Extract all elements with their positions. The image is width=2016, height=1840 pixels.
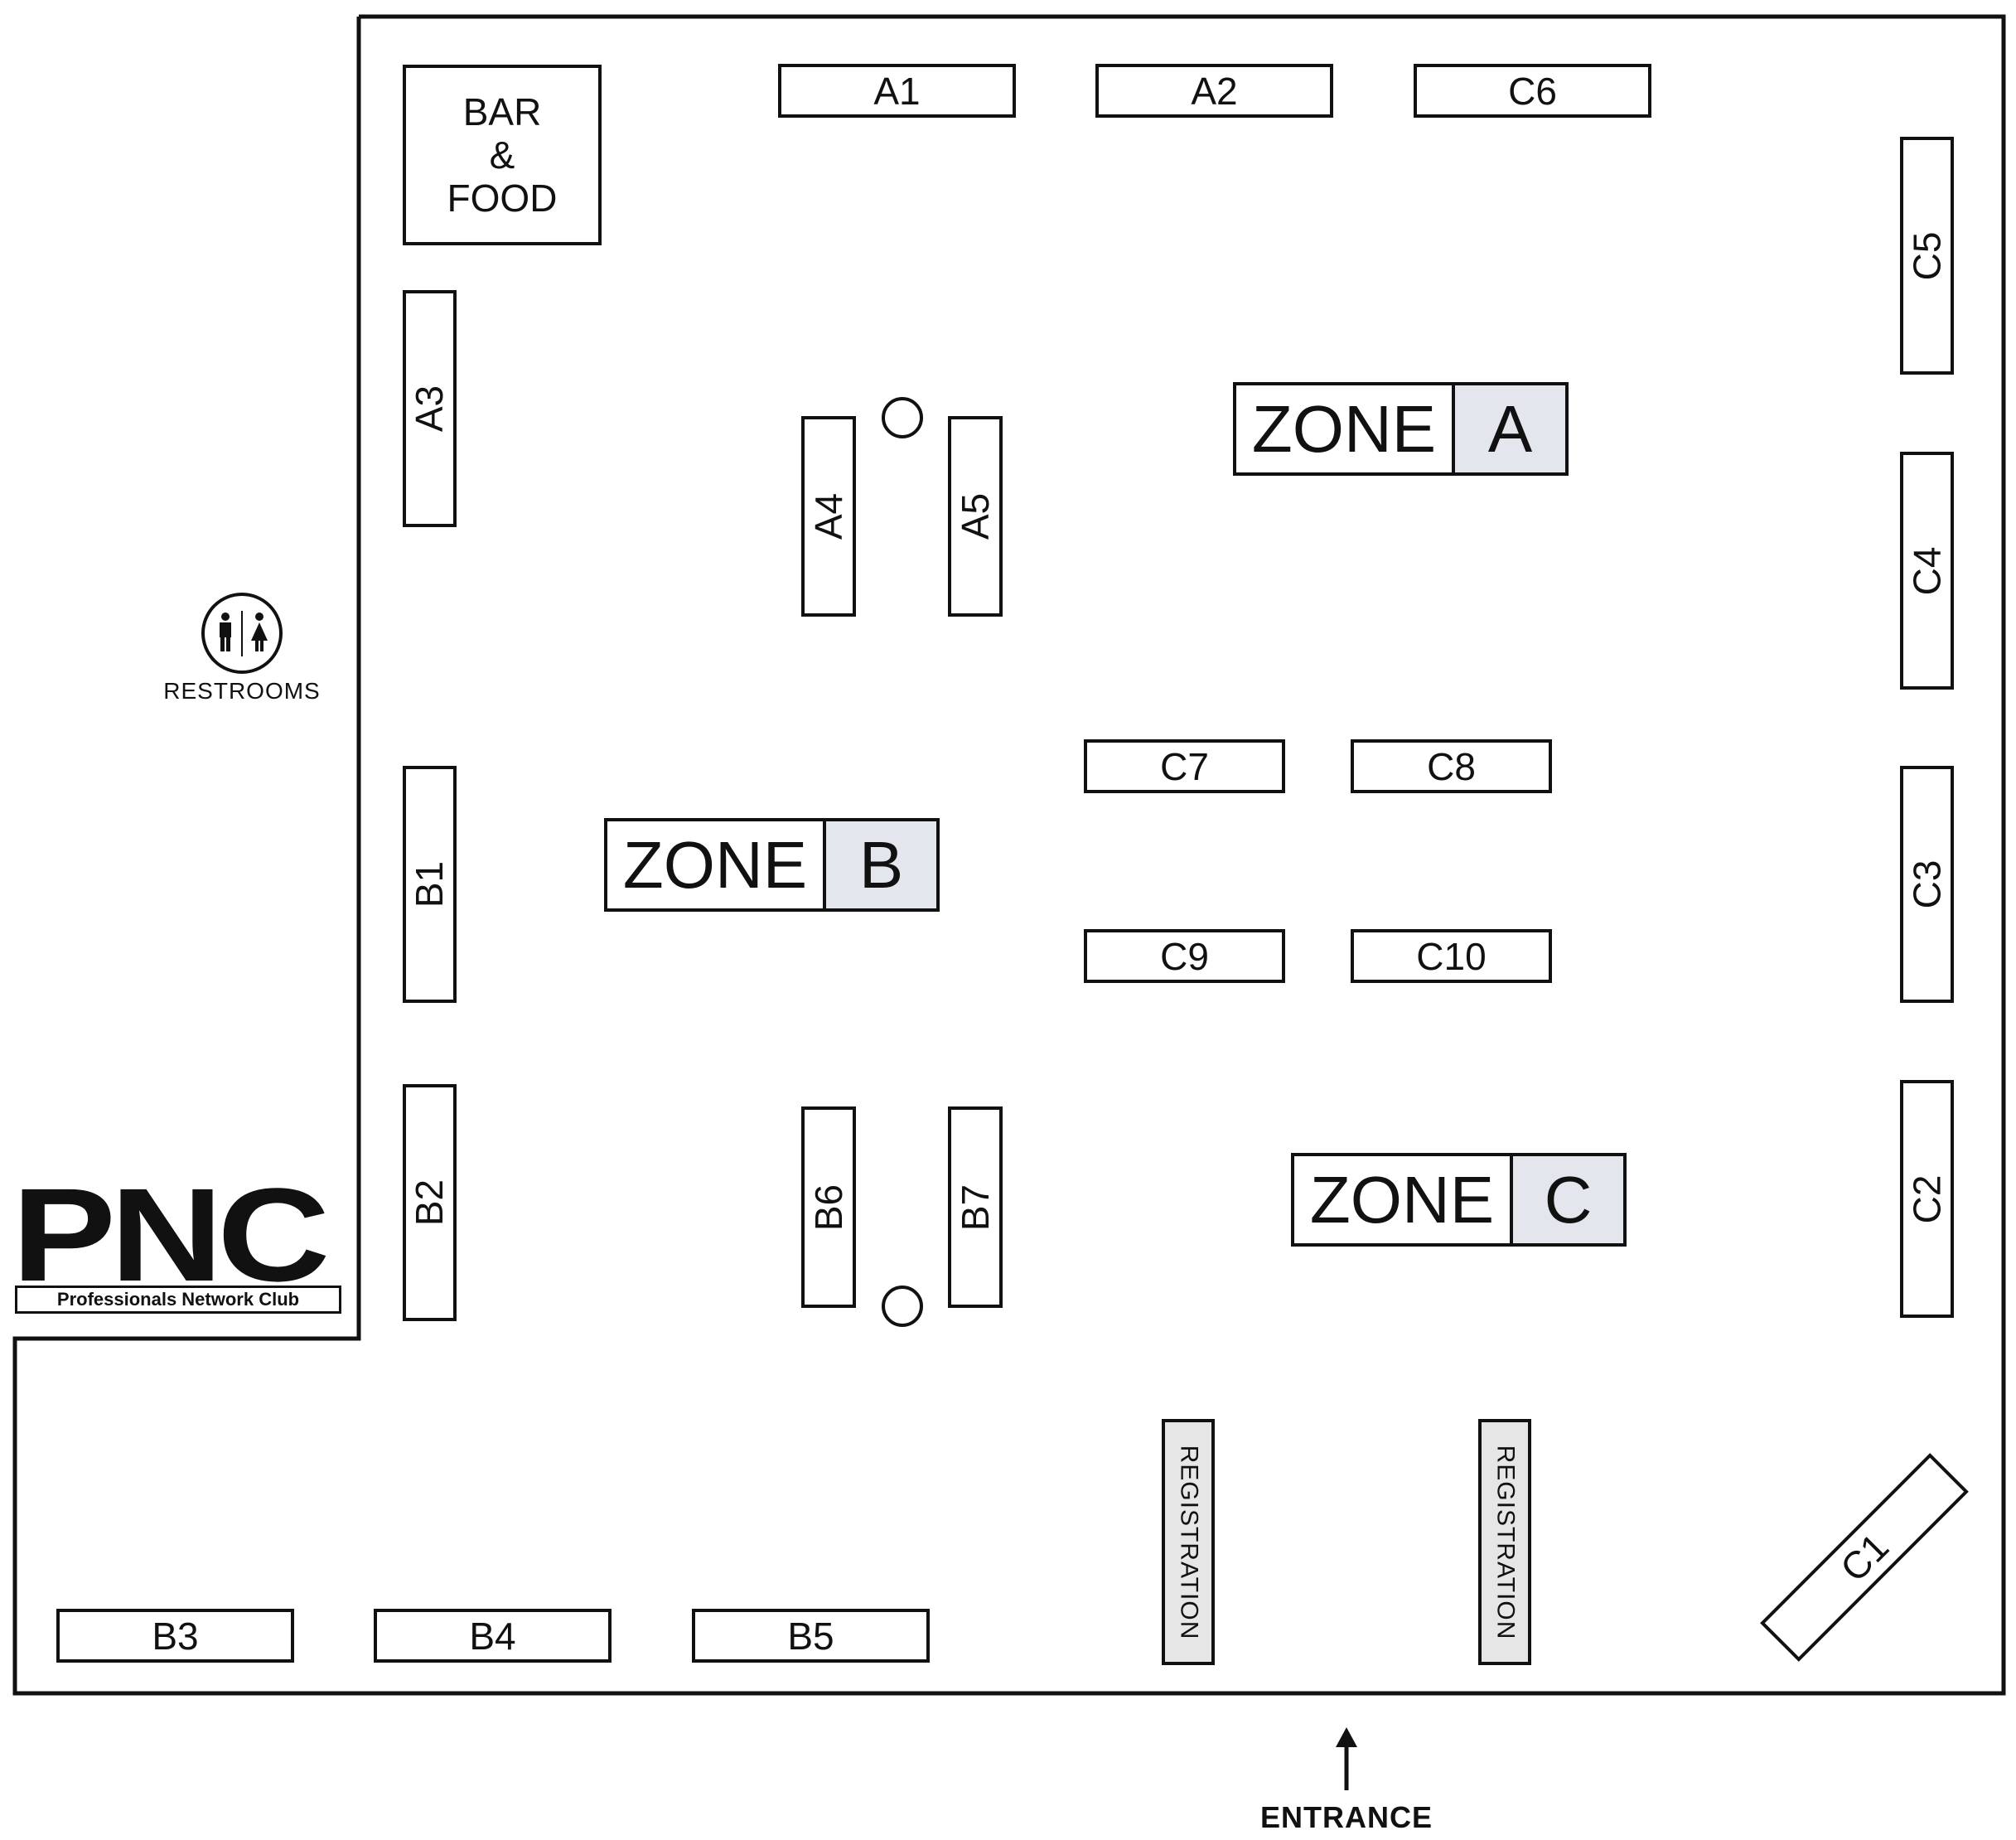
- booth-label: C3: [1905, 859, 1949, 909]
- booth-c3[interactable]: C3: [1900, 766, 1954, 1003]
- booth-c4[interactable]: C4: [1900, 452, 1954, 690]
- zone-b-label: ZONE B: [604, 818, 940, 912]
- booth-c7[interactable]: C7: [1084, 739, 1285, 793]
- booth-b2[interactable]: B2: [403, 1084, 457, 1321]
- bar-food-area[interactable]: BAR & FOOD: [403, 65, 602, 245]
- booth-c10[interactable]: C10: [1351, 929, 1552, 983]
- booth-label: B4: [469, 1614, 516, 1658]
- restroom-icon: [201, 593, 283, 674]
- booth-c6[interactable]: C6: [1414, 64, 1651, 118]
- booth-a5[interactable]: A5: [948, 416, 1003, 617]
- zone-letter: A: [1455, 385, 1565, 472]
- bar-food-line1: BAR: [462, 90, 542, 133]
- registration-label: REGISTRATION: [1491, 1445, 1520, 1639]
- booth-label: B3: [152, 1614, 199, 1658]
- booth-label: A1: [873, 69, 921, 113]
- booth-b7[interactable]: B7: [948, 1106, 1003, 1308]
- booth-a1[interactable]: A1: [778, 64, 1016, 118]
- booth-label: C7: [1160, 744, 1209, 788]
- zone-letter: B: [826, 821, 936, 908]
- booth-label: B1: [408, 860, 452, 908]
- booth-b4[interactable]: B4: [374, 1609, 612, 1663]
- entrance-arrow-icon: [1336, 1727, 1357, 1790]
- zone-word: ZONE: [607, 821, 826, 908]
- booth-label: C6: [1508, 69, 1557, 113]
- booth-b1[interactable]: B1: [403, 766, 457, 1003]
- pnc-logo: PNC Professionals Network Club: [12, 1169, 346, 1315]
- registration-label: REGISTRATION: [1175, 1445, 1203, 1639]
- logo-mark: PNC: [12, 1160, 330, 1309]
- pillar-icon: [882, 1286, 923, 1327]
- booth-c8[interactable]: C8: [1351, 739, 1552, 793]
- restrooms-label: RESTROOMS: [163, 678, 321, 704]
- zone-word: ZONE: [1236, 385, 1455, 472]
- bar-food-line3: FOOD: [447, 177, 558, 220]
- booth-a3[interactable]: A3: [403, 290, 457, 527]
- booth-label: A4: [806, 492, 850, 540]
- logo-name: Professionals Network Club: [15, 1286, 341, 1314]
- booth-label: B5: [787, 1614, 834, 1658]
- pillar-icon: [882, 397, 923, 438]
- zone-a-label: ZONE A: [1233, 382, 1569, 476]
- booth-label: C10: [1416, 934, 1487, 978]
- booth-a4[interactable]: A4: [801, 416, 856, 617]
- booth-label: C4: [1905, 546, 1949, 595]
- booth-label: C5: [1905, 231, 1949, 280]
- entrance-label: ENTRANCE: [1259, 1800, 1433, 1834]
- zone-word: ZONE: [1294, 1156, 1513, 1243]
- booth-c9[interactable]: C9: [1084, 929, 1285, 983]
- registration-desk-right[interactable]: REGISTRATION: [1478, 1419, 1531, 1665]
- booth-label: B2: [408, 1179, 452, 1227]
- booth-label: B6: [806, 1184, 850, 1231]
- venue-wall: [12, 14, 2006, 1696]
- booth-c2[interactable]: C2: [1900, 1080, 1954, 1318]
- zone-c-label: ZONE C: [1291, 1153, 1627, 1247]
- booth-a2[interactable]: A2: [1095, 64, 1333, 118]
- booth-c5[interactable]: C5: [1900, 137, 1954, 375]
- bar-food-line2: &: [489, 133, 515, 177]
- booth-label: A5: [953, 492, 997, 540]
- booth-label: C8: [1427, 744, 1476, 788]
- booth-b6[interactable]: B6: [801, 1106, 856, 1308]
- booth-label: C2: [1905, 1174, 1949, 1223]
- booth-label: C9: [1160, 934, 1209, 978]
- registration-desk-left[interactable]: REGISTRATION: [1162, 1419, 1215, 1665]
- booth-b3[interactable]: B3: [56, 1609, 294, 1663]
- zone-letter: C: [1513, 1156, 1623, 1243]
- booth-label: B7: [953, 1184, 997, 1231]
- booth-b5[interactable]: B5: [692, 1609, 930, 1663]
- booth-label: A3: [408, 385, 452, 433]
- booth-label: A2: [1191, 69, 1238, 113]
